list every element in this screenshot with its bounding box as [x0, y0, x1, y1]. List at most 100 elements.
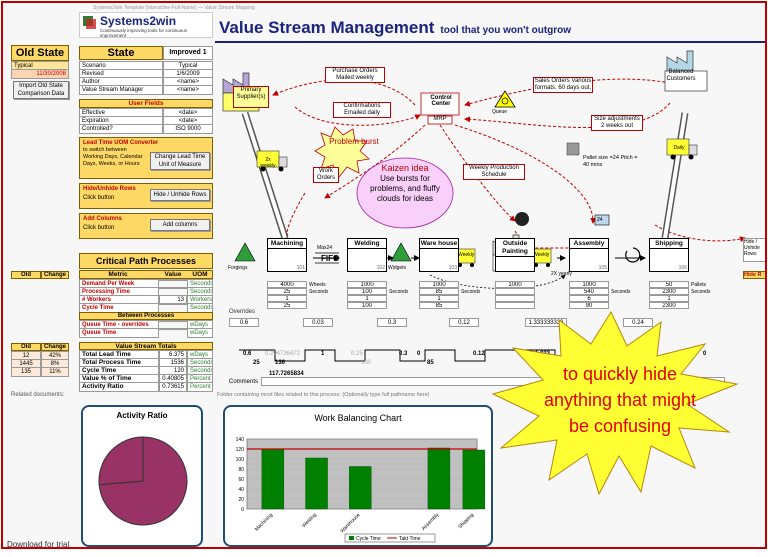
truck-right-icon — [666, 138, 698, 160]
state-value[interactable]: Improved 1 — [163, 46, 213, 60]
bar-warehouse — [349, 466, 372, 510]
process-metric-2[interactable]: 1 — [649, 295, 689, 302]
process-name: Machining — [268, 239, 306, 249]
queue-time-cell[interactable]: 0.6 — [229, 318, 259, 327]
queue-time-cell[interactable]: 0.03 — [303, 318, 333, 327]
process-name: Assembly — [570, 239, 608, 249]
process-metric-3[interactable]: 2300 — [649, 302, 689, 309]
timeline-queue-value: 0 — [703, 351, 707, 357]
user-field-value[interactable]: ISO 9000 — [163, 124, 213, 134]
process-metric-1[interactable] — [495, 288, 535, 295]
balanced-customers-label: Balanced Customers — [666, 69, 696, 82]
process-box-outside-painting[interactable]: Outside Painting — [495, 238, 535, 272]
cpp-value — [159, 279, 187, 281]
process-metric-0[interactable]: 4000 — [267, 281, 307, 288]
process-metric-3[interactable]: 25 — [267, 302, 307, 309]
add-columns-button[interactable]: Add columns — [150, 219, 210, 231]
process-metric-3[interactable]: 85 — [419, 302, 459, 309]
weekly-schedule-note: Weekly Production Schedule — [463, 164, 525, 180]
old-header-2: Old — [11, 343, 41, 351]
process-metric-1[interactable]: 540 — [569, 288, 609, 295]
process-unit: Wheels — [309, 282, 326, 288]
between-uom: wDays — [187, 328, 213, 338]
truck-weekly-left-icon — [454, 248, 476, 267]
y-tick-label: 0 — [241, 507, 244, 513]
process-metric-2[interactable] — [495, 295, 535, 302]
control-center-label: Control Center — [430, 95, 452, 107]
process-metric-3[interactable] — [495, 302, 535, 309]
process-metric-2[interactable]: 1 — [419, 295, 459, 302]
process-metric-0[interactable]: 50 — [649, 281, 689, 288]
bar-assembly — [427, 447, 451, 510]
process-metric-1[interactable]: 25 — [267, 288, 307, 295]
hide-unhide-rows-button[interactable]: Hide / Unhide Rows — [150, 189, 210, 201]
hide-unhide-right-button[interactable]: Hide / Unhide Rows — [743, 238, 765, 262]
kaizen-text: Use bursts for problems, and fluffy clou… — [370, 174, 440, 203]
process-metric-2[interactable]: 1 — [267, 295, 307, 302]
folder-note: Folder containing most files related to … — [217, 392, 430, 398]
cpp-col-headers: Metric Value UOM — [79, 270, 213, 279]
queue-time-cell[interactable]: 0.3 — [377, 318, 407, 327]
state-key: Value Stream Manager — [79, 85, 163, 95]
inventory-forgings-icon — [234, 242, 256, 262]
activity-ratio-title: Activity Ratio — [116, 411, 168, 420]
cpp-col-uom: UOM — [192, 271, 208, 278]
queue-time-cell[interactable]: 1.333333333 — [525, 318, 567, 327]
queue-label: Queue — [492, 109, 508, 115]
process-number: 102 — [376, 265, 385, 271]
widgets-label: Widgets — [388, 265, 407, 271]
window-title: Systems2win Template (Interactive-Full-N… — [93, 5, 255, 11]
process-box-welding[interactable]: Welding 102 — [347, 238, 387, 272]
activity-ratio-chart: Activity Ratio — [81, 405, 203, 547]
max24-label: Max24 — [317, 245, 333, 251]
title-underline — [215, 41, 765, 43]
logo: Systems2win Continuously improving tools… — [79, 12, 213, 38]
timeline-process-value: 85 — [427, 360, 434, 366]
truck-left-icon — [256, 150, 288, 172]
process-metric-3[interactable]: 100 — [347, 302, 387, 309]
weekly-right-label: Weekly — [533, 252, 550, 258]
import-old-state-button[interactable]: Import Old State Comparison Data — [13, 81, 69, 99]
bar-shipping — [462, 449, 486, 510]
process-name: Welding — [348, 239, 386, 249]
queue-icon — [494, 90, 516, 108]
process-name: Outside Painting — [496, 239, 534, 257]
change-lead-time-button[interactable]: Change Lead Time Unit of Measure — [150, 152, 210, 170]
process-metric-2[interactable]: 6 — [569, 295, 609, 302]
y-tick-label: 60 — [238, 477, 244, 483]
process-metric-2[interactable]: 1 — [347, 295, 387, 302]
process-metric-0[interactable]: 1000 — [569, 281, 609, 288]
kaizen-title: Kaizen idea — [381, 163, 429, 173]
process-metric-1[interactable]: 100 — [347, 288, 387, 295]
process-metric-0[interactable]: 1000 — [419, 281, 459, 288]
process-metric-3[interactable]: 90 — [569, 302, 609, 309]
comments-label: Comments — [229, 379, 259, 385]
process-metric-0[interactable]: 1000 — [347, 281, 387, 288]
pallet-icon — [566, 142, 580, 156]
process-metric-1[interactable]: 2300 — [649, 288, 689, 295]
y-tick-label: 120 — [236, 447, 245, 453]
user-field-rows: Effective<date>Expiration<date>Controlle… — [79, 108, 213, 134]
y-tick-label: 80 — [238, 467, 244, 473]
kaizen-cloud-icon — [356, 157, 454, 229]
truck-right-label: Daily — [673, 145, 685, 151]
x-tick-label: Assembly — [421, 512, 441, 532]
state-value[interactable]: <name> — [163, 85, 213, 95]
title-main: Value Stream Management — [219, 18, 435, 37]
process-metric-0[interactable]: 1000 — [495, 281, 535, 288]
queue-time-cell[interactable]: 0.12 — [449, 318, 479, 327]
process-unit: Seconds — [611, 289, 631, 295]
status-text: Download for trial — [7, 541, 70, 549]
process-metric-1[interactable]: 85 — [419, 288, 459, 295]
queue-time-cell[interactable]: 0.24 — [623, 318, 653, 327]
